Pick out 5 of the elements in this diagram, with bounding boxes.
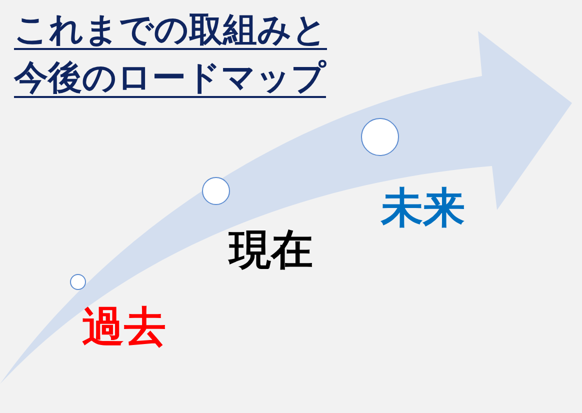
period-label: 未来 [381, 184, 465, 232]
title: これまでの取組みと今後のロードマップ [14, 9, 328, 100]
period-label: 過去 [82, 303, 166, 351]
period-label: 現在 [229, 226, 313, 274]
timeline-dot [70, 274, 86, 290]
